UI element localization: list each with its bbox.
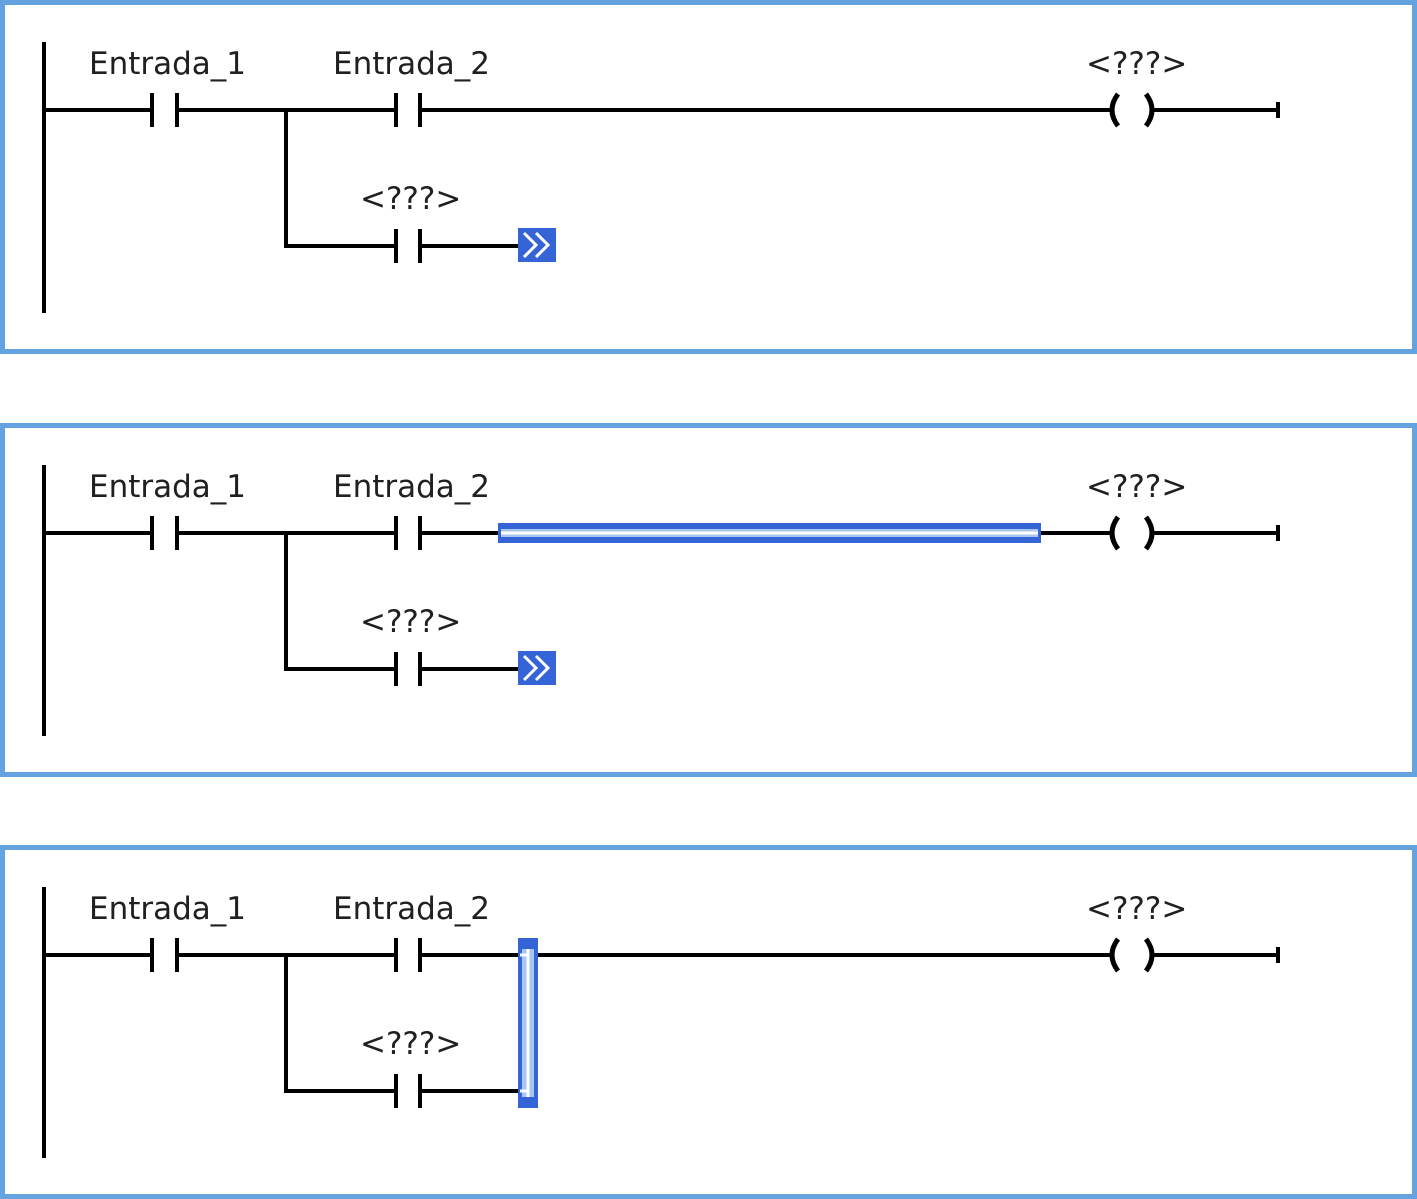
branch-wire[interactable]: [284, 955, 396, 1093]
selected-wire-segment[interactable]: [498, 523, 1041, 543]
network-frame: [0, 423, 1417, 777]
contact-branch-label[interactable]: <???>: [360, 181, 461, 217]
network-frame: [0, 845, 1417, 1199]
contact-entrada-1-label[interactable]: Entrada_1: [89, 46, 246, 82]
contact-entrada-2-label[interactable]: Entrada_2: [333, 46, 490, 82]
output-coil[interactable]: [1109, 515, 1155, 551]
ladder-network-2: Entrada_1 Entrada_2 <???> <???>: [0, 423, 1417, 777]
contact-branch-label[interactable]: <???>: [360, 1026, 461, 1062]
branch-wire[interactable]: [284, 533, 396, 671]
network-frame: [0, 0, 1417, 354]
coil-label[interactable]: <???>: [1086, 46, 1187, 82]
open-branch-icon[interactable]: [518, 651, 556, 685]
coil-label[interactable]: <???>: [1086, 891, 1187, 927]
ladder-network-1: Entrada_1 Entrada_2 <???> <???>: [0, 0, 1417, 354]
contact-entrada-2-label[interactable]: Entrada_2: [333, 469, 490, 505]
output-coil[interactable]: [1109, 937, 1155, 973]
contact-entrada-1-label[interactable]: Entrada_1: [89, 891, 246, 927]
contact-entrada-1-label[interactable]: Entrada_1: [89, 469, 246, 505]
ladder-network-3: Entrada_1 Entrada_2 <???> <???>: [0, 845, 1417, 1199]
selected-branch-closure[interactable]: [518, 938, 538, 1108]
contact-branch-label[interactable]: <???>: [360, 604, 461, 640]
output-coil[interactable]: [1109, 92, 1155, 128]
branch-wire[interactable]: [284, 110, 396, 248]
coil-label[interactable]: <???>: [1086, 469, 1187, 505]
open-branch-icon[interactable]: [518, 228, 556, 262]
contact-entrada-2-label[interactable]: Entrada_2: [333, 891, 490, 927]
